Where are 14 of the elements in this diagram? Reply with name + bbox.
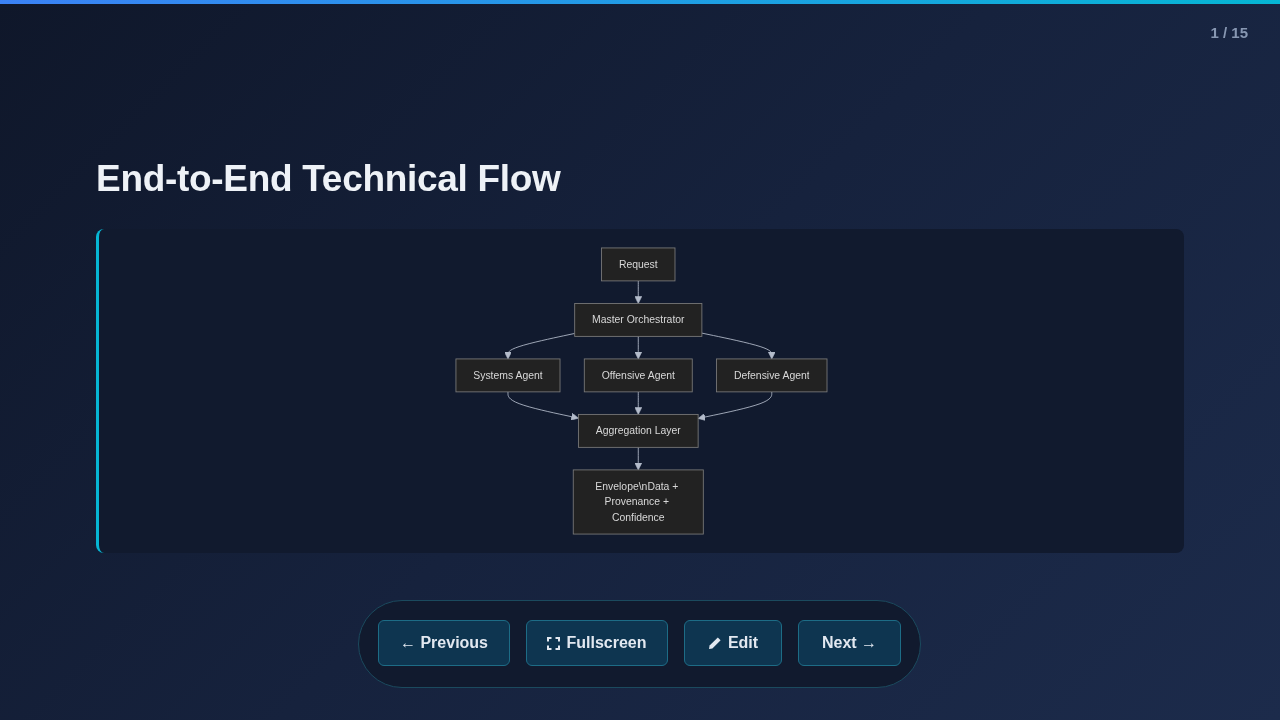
node-box — [572, 469, 704, 535]
fullscreen-button: Fullscreen — [526, 620, 668, 666]
slide-counter: 1 / 15 — [1210, 24, 1248, 41]
node-box — [578, 413, 699, 448]
node-box — [455, 358, 561, 393]
node-box — [716, 358, 828, 393]
diagram-panel: Request Master Orchestrator Systems Agent Offensive Agent Defensive Agent Aggregation Layer Envelope\nData + Provenance + Confidence — [96, 229, 1184, 553]
node-box — [574, 303, 703, 337]
next-button: Next → — [798, 620, 901, 666]
node-box — [583, 358, 693, 393]
edit-button: Edit — [684, 620, 782, 666]
slide-title: End-to-End Technical Flow — [96, 158, 561, 200]
previous-button: ← Previous — [378, 620, 510, 666]
node-box — [601, 247, 676, 282]
